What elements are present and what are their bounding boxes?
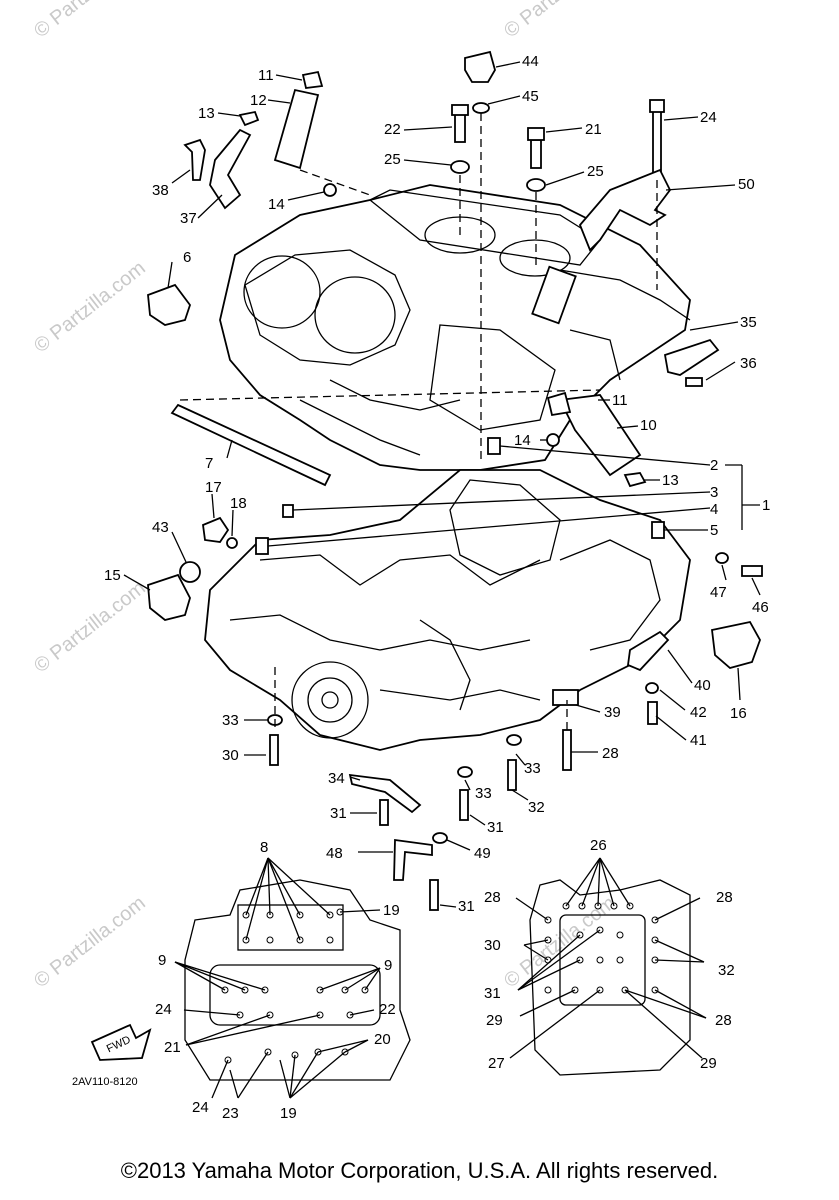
callout: 11: [258, 67, 274, 84]
callout: 33: [475, 785, 492, 802]
callout: 42: [690, 704, 707, 721]
callout: 9: [384, 957, 392, 974]
callout: 31: [458, 898, 475, 915]
callout: 24: [700, 109, 717, 126]
callout: 28: [484, 889, 501, 906]
callout: 8: [260, 839, 268, 856]
callout: 6: [183, 249, 191, 266]
callout: 17: [205, 479, 222, 496]
callout: 33: [222, 712, 239, 729]
leader-lines: [123, 61, 761, 908]
callout: 14: [514, 432, 531, 449]
callout: 29: [700, 1055, 717, 1072]
callout: 22: [379, 1001, 396, 1018]
callout: 22: [384, 121, 401, 138]
callout: 37: [180, 210, 197, 227]
callout: 4: [710, 501, 718, 518]
callout: 1: [762, 497, 770, 514]
callout: 32: [528, 799, 545, 816]
callout: 48: [326, 845, 343, 862]
bolt-pattern-upper: [90, 857, 411, 1099]
callout: 31: [487, 819, 504, 836]
callout: 29: [486, 1012, 503, 1029]
callout: 3: [710, 484, 718, 501]
lower-crankcase: [204, 469, 691, 751]
callout: 31: [484, 985, 501, 1002]
callout: 11: [612, 392, 628, 409]
callout: 25: [384, 151, 401, 168]
callout: 21: [164, 1039, 181, 1056]
callout: 47: [710, 584, 727, 601]
callout: 35: [740, 314, 757, 331]
callout: 32: [718, 962, 735, 979]
callout: 38: [152, 182, 169, 199]
callout: 28: [715, 1012, 732, 1029]
callout: 40: [694, 677, 711, 694]
callout: 41: [690, 732, 707, 749]
diagram-code: 2AV110-8120: [72, 1076, 138, 1088]
callout: 34: [328, 770, 345, 787]
callout: 19: [383, 902, 400, 919]
callout: 15: [104, 567, 121, 584]
callout: 45: [522, 88, 539, 105]
callout: 31: [330, 805, 347, 822]
callout: 43: [152, 519, 169, 536]
callout: 28: [716, 889, 733, 906]
callout: 36: [740, 355, 757, 372]
callout: 26: [590, 837, 607, 854]
callout: 24: [155, 1001, 172, 1018]
callout: 50: [738, 176, 755, 193]
callout: 12: [250, 92, 267, 109]
callout: 13: [198, 105, 215, 122]
callout: 49: [474, 845, 491, 862]
callout: 25: [587, 163, 604, 180]
callout: 19: [280, 1105, 297, 1122]
callout: 33: [524, 760, 541, 777]
callout: 21: [585, 121, 602, 138]
callout: 23: [222, 1105, 239, 1122]
callout: 46: [752, 599, 769, 616]
callout: 13: [662, 472, 679, 489]
callout: 16: [730, 705, 747, 722]
callout: 7: [205, 455, 213, 472]
callout: 27: [488, 1055, 505, 1072]
callout: 14: [268, 196, 285, 213]
copyright-notice: ©2013 Yamaha Motor Corporation, U.S.A. A…: [120, 1158, 719, 1183]
callout: 20: [374, 1031, 391, 1048]
callout: 5: [710, 522, 718, 539]
callout: 24: [192, 1099, 209, 1116]
callout: 44: [522, 53, 539, 70]
callout: 30: [222, 747, 239, 764]
callout: 39: [604, 704, 621, 721]
bolt-pattern-lower: [509, 857, 707, 1076]
callout: 18: [230, 495, 247, 512]
exploded-view-drawing: 44 45 22 21 24 25 25 50 11 12 13 38 37 1…: [72, 50, 770, 1122]
callout: 9: [158, 952, 166, 969]
callout: 28: [602, 745, 619, 762]
callout: 30: [484, 937, 501, 954]
callout: 2: [710, 457, 718, 474]
callout: 10: [640, 417, 657, 434]
loose-parts: [147, 50, 763, 911]
